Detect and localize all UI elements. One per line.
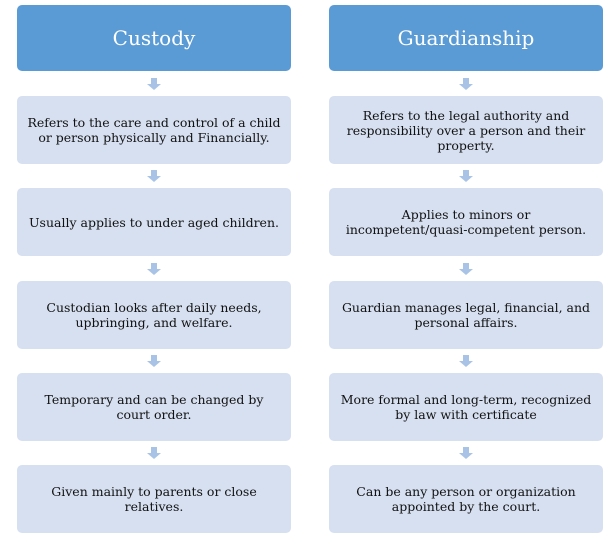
item-box: Temporary and can be changed by court or… xyxy=(17,373,291,441)
item-box: Can be any person or organization appoin… xyxy=(329,465,603,533)
item-box: Usually applies to under aged children. xyxy=(17,188,291,256)
column-header: Guardianship xyxy=(329,5,603,71)
arrow-down-icon xyxy=(147,355,161,367)
arrow-down-icon xyxy=(147,170,161,182)
arrow-down-icon xyxy=(459,447,473,459)
arrow-down-icon xyxy=(147,263,161,275)
item-box: Guardian manages legal, financial, and p… xyxy=(329,281,603,349)
arrow-down-icon xyxy=(459,355,473,367)
column-header: Custody xyxy=(17,5,291,71)
item-box: Applies to minors or incompetent/quasi-c… xyxy=(329,188,603,256)
item-box: Refers to the legal authority and respon… xyxy=(329,96,603,164)
item-box: Given mainly to parents or close relativ… xyxy=(17,465,291,533)
arrow-down-icon xyxy=(147,78,161,90)
arrow-down-icon xyxy=(459,170,473,182)
item-box: Custodian looks after daily needs, upbri… xyxy=(17,281,291,349)
arrow-down-icon xyxy=(147,447,161,459)
item-box: Refers to the care and control of a chil… xyxy=(17,96,291,164)
arrow-down-icon xyxy=(459,78,473,90)
item-box: More formal and long-term, recognized by… xyxy=(329,373,603,441)
arrow-down-icon xyxy=(459,263,473,275)
